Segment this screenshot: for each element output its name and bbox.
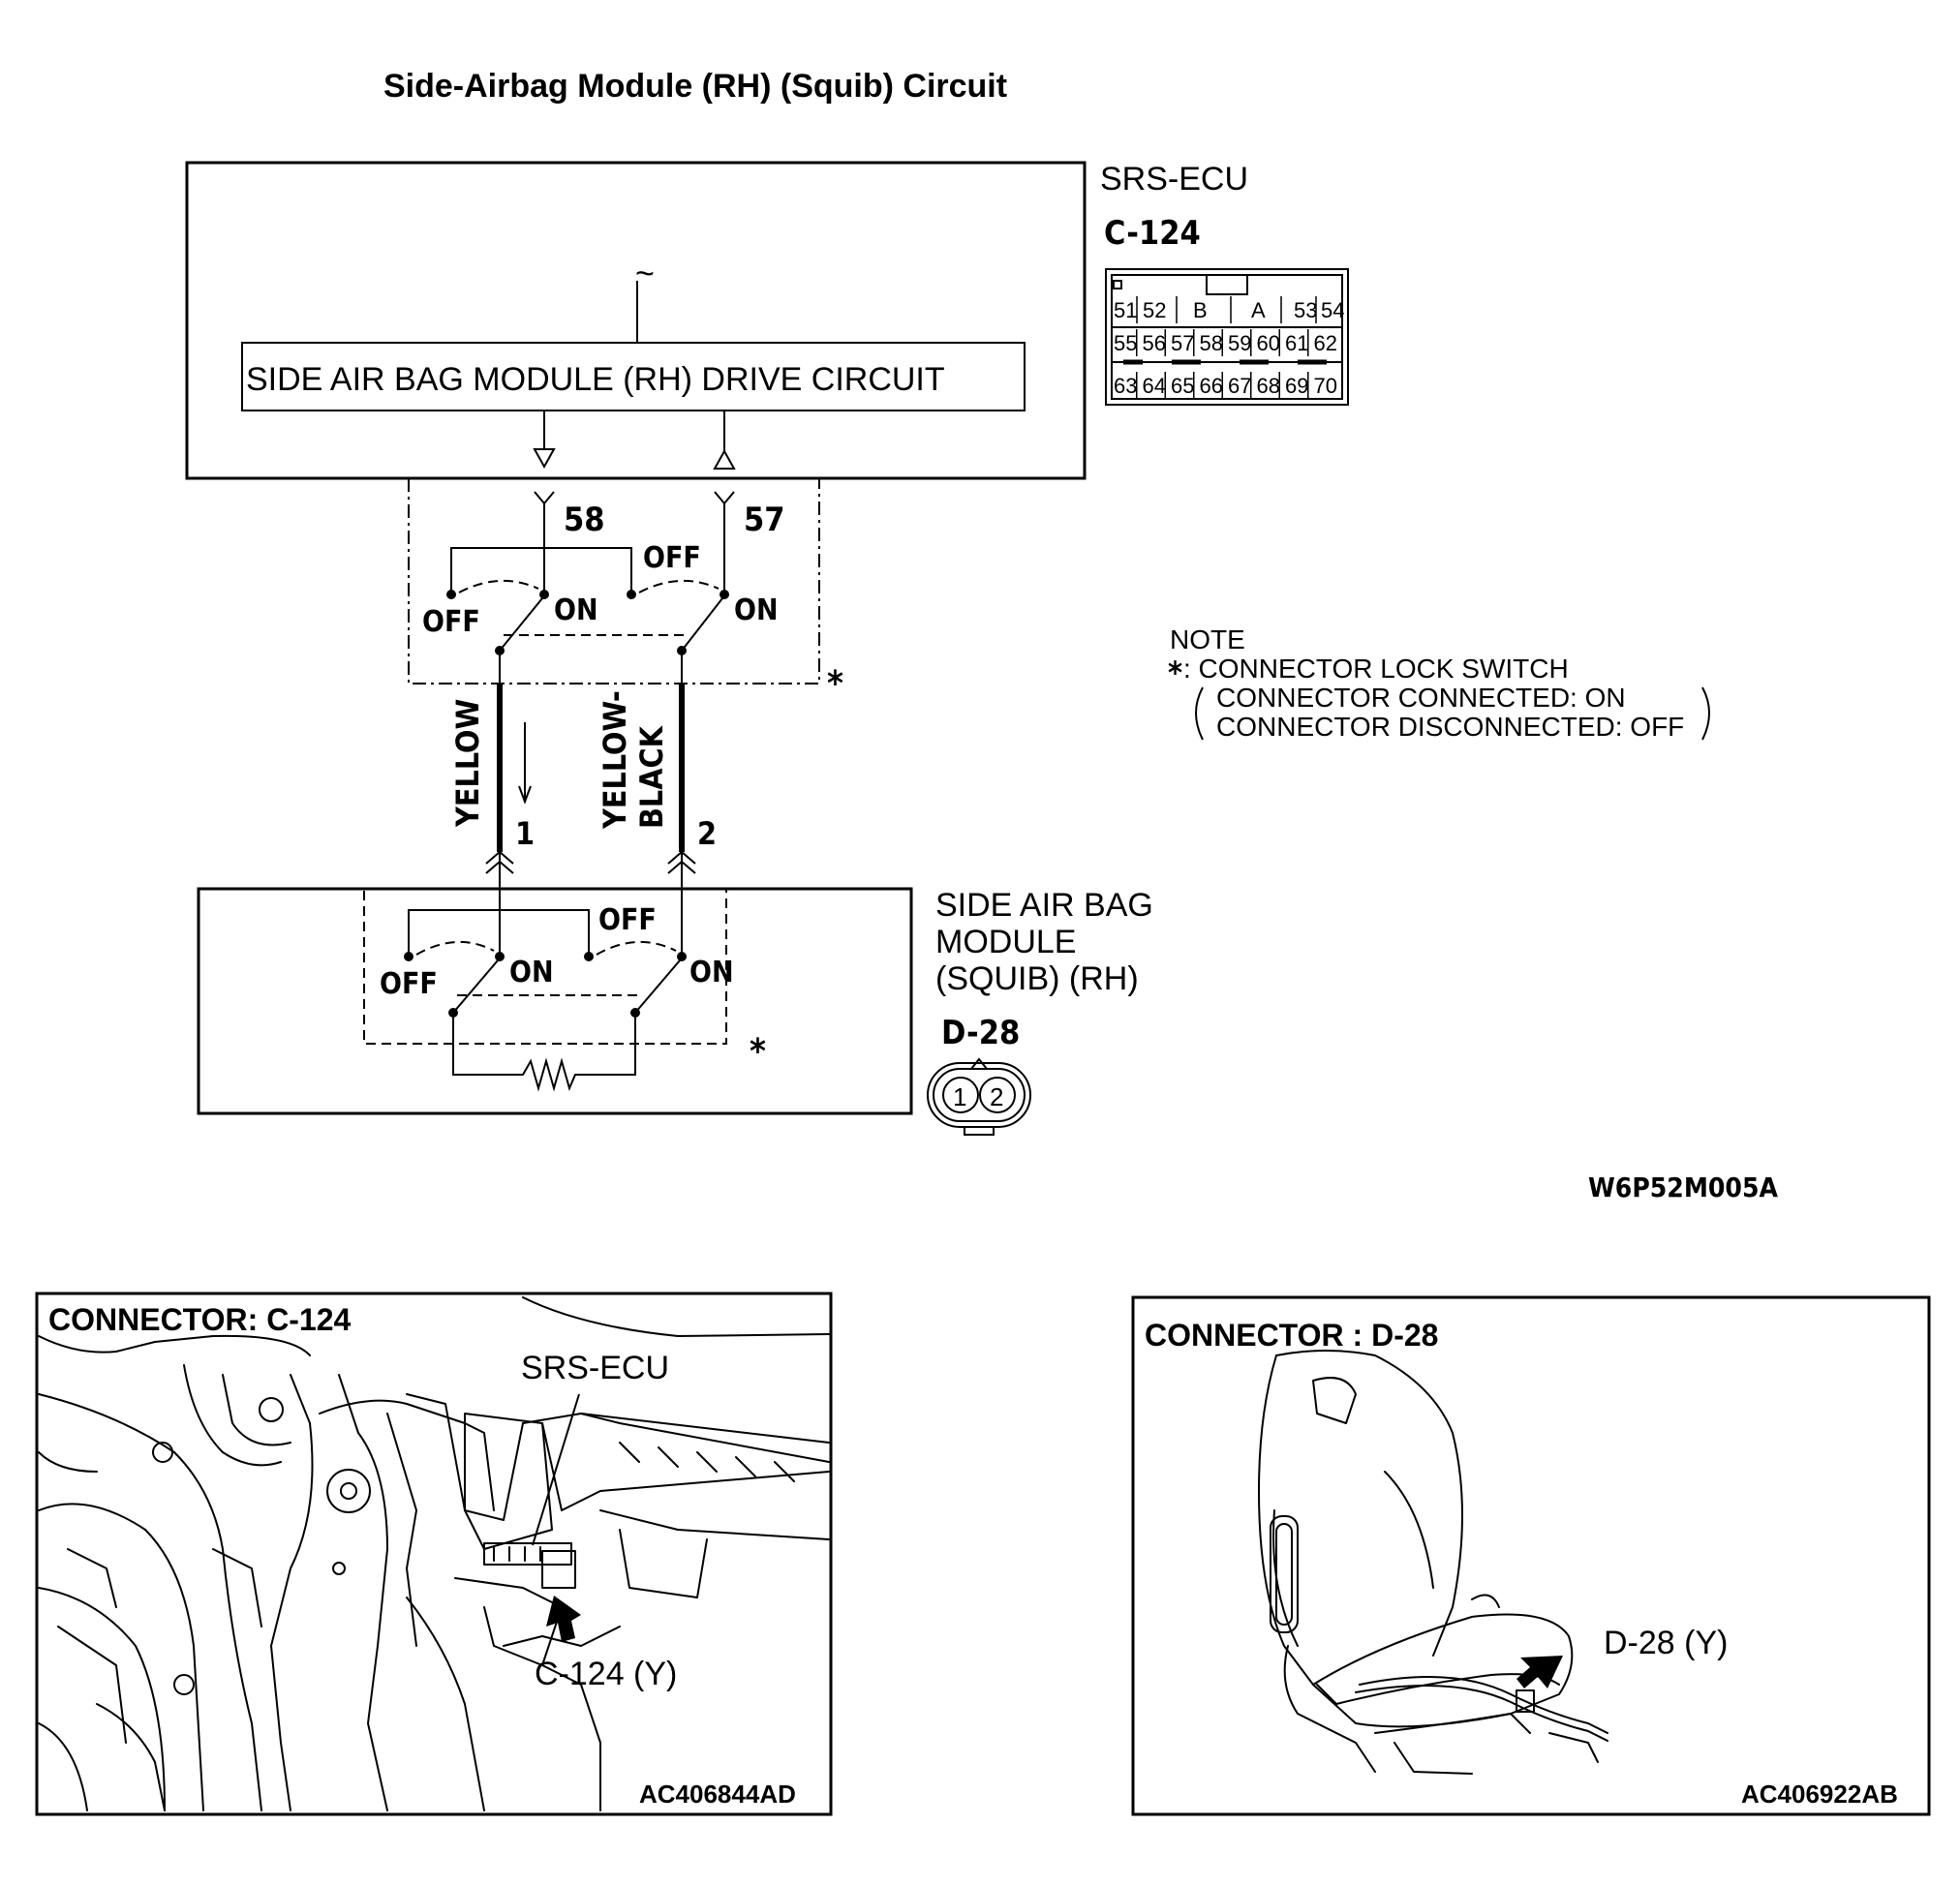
module-switch-off-mid: OFF [598,903,657,937]
panel-c124 [35,1292,833,1816]
pin-60: 60 [1257,331,1280,355]
pin-67: 67 [1228,374,1251,398]
figure-code: W6P52M005A [1588,1171,1778,1203]
page-title: Side-Airbag Module (RH) (Squib) Circuit [383,68,1007,105]
pin-59: 59 [1228,331,1251,355]
ecu-switch-off-left: OFF [422,605,480,639]
ecu-switch-on-right: ON [734,593,779,627]
ecu-tilde: ~ [635,256,655,292]
pin-53: 53 [1294,298,1317,322]
panel-d28-title: CONNECTOR : D-28 [1145,1318,1438,1353]
ecu-label: SRS-ECU [1100,161,1248,198]
note-line1: : CONNECTOR LOCK SWITCH [1183,654,1569,684]
pin-A: A [1251,298,1266,322]
ecu-connector-id: C-124 [1104,214,1201,253]
pin-58: 58 [1200,331,1223,355]
pin-54: 54 [1321,298,1344,322]
wire-right-pin: 2 [697,815,717,852]
module-lock-switch-boundary [363,888,727,1045]
airbag-module-box [197,887,913,1115]
pin-51: 51 [1114,298,1137,322]
module-switch-on-left: ON [509,956,554,989]
d28-arrow [1516,1656,1563,1688]
module-label-line3: (SQUIB) (RH) [935,960,1139,997]
panel-d28 [1131,1295,1931,1816]
module-label-line1: SIDE AIR BAG [935,887,1153,924]
pin-56: 56 [1143,331,1166,355]
panel-c124-ecu-callout: SRS-ECU [521,1350,669,1386]
panel-c124-code: AC406844AD [639,1780,796,1809]
wire-left-pin: 1 [515,815,535,852]
note-paren-left [1195,686,1204,741]
c124-arrow [546,1596,581,1642]
note-asterisk: * [1168,654,1182,691]
pin-B: B [1193,298,1208,322]
ecu-lock-switch-boundary [408,478,820,684]
ecu-switch-off-mid: OFF [643,541,701,575]
ecu-callout-leader [532,1393,580,1546]
wire-right-color-1: YELLOW- [597,690,633,830]
wire-right-color-2: BLACK [633,724,670,829]
panel-c124-title: CONNECTOR: C-124 [48,1302,352,1337]
note-line2: CONNECTOR CONNECTED: ON [1216,683,1626,713]
pin-64: 64 [1143,374,1166,398]
panel-d28-connector-callout: D-28 (Y) [1604,1625,1728,1661]
panel-d28-code: AC406922AB [1741,1780,1898,1809]
module-switch-on-right: ON [689,956,734,989]
wire-left-color: YELLOW [449,699,486,828]
d28-pin-2: 2 [990,1082,1003,1111]
pin-68: 68 [1257,374,1280,398]
pin-57-terminal [714,491,735,596]
pin-57-label: 57 [744,501,785,539]
d28-connector-face [927,1057,1031,1136]
drive-circuit-label: SIDE AIR BAG MODULE (RH) DRIVE CIRCUIT [246,361,945,398]
pin-63: 63 [1114,374,1137,398]
d28-pin-1: 1 [953,1082,966,1111]
connector-chevron-right [667,850,696,958]
pin-58-label: 58 [564,501,605,539]
module-lock-asterisk: * [750,1032,766,1072]
ecu-lock-switch [446,547,729,655]
drive-input-arrow [713,448,736,470]
drive-output-arrow [533,448,556,470]
pin-69: 69 [1285,374,1308,398]
pin-52: 52 [1143,298,1166,322]
srs-ecu-unit [464,1413,576,1589]
pin-58-terminal [534,491,555,596]
srs-ecu-box [185,161,1087,480]
note-paren-right [1701,686,1710,741]
module-connector-id: D-28 [941,1014,1020,1052]
module-switch-off-left: OFF [380,967,438,1001]
pin-70: 70 [1314,374,1337,398]
module-label-line2: MODULE [935,924,1076,960]
ecu-switch-on-left: ON [554,593,598,627]
connector-chevron-left [485,850,514,958]
ecu-lock-asterisk: * [827,664,843,704]
note-line3: CONNECTOR DISCONNECTED: OFF [1216,712,1684,742]
seat-illustration [1258,1350,1608,1775]
pin-66: 66 [1200,374,1223,398]
current-direction-arrow [518,785,532,805]
pin-57: 57 [1171,331,1194,355]
pin-61: 61 [1285,331,1308,355]
pin-55: 55 [1114,331,1137,355]
pin-62: 62 [1314,331,1337,355]
pin-65: 65 [1171,374,1194,398]
panel-c124-connector-callout: C-124 (Y) [535,1656,677,1692]
note-heading: NOTE [1170,624,1245,654]
module-lock-switch [404,909,687,1092]
dashboard-illustration [38,1296,830,1811]
drive-circuit-box [241,342,1026,411]
